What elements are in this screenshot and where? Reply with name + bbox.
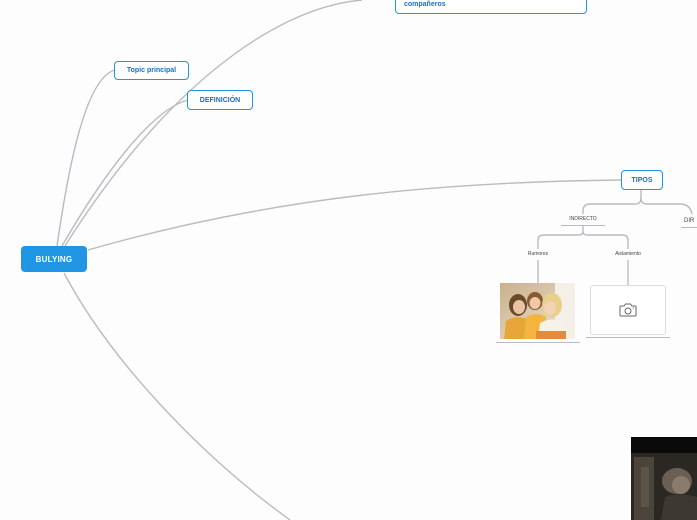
topic-companeros-node[interactable]: compañeros	[395, 0, 587, 14]
topic-definicion-node[interactable]: DEFINICIÓN	[187, 90, 253, 110]
subtopic-directo[interactable]: DIR	[681, 215, 697, 226]
aislamiento-image-underline	[586, 337, 670, 338]
connector-root-tipos	[87, 179, 622, 251]
rumores-image[interactable]	[500, 283, 575, 339]
subtopic-rumores[interactable]: Rumores	[520, 249, 556, 259]
subtopic-aislamiento[interactable]: Aislamiento	[605, 249, 651, 259]
camera-icon	[619, 303, 637, 317]
aislamiento-image-placeholder[interactable]	[590, 285, 666, 335]
connector-root-topic	[56, 69, 116, 247]
topic-principal-node[interactable]: Topic principal	[114, 61, 189, 80]
rumores-image-underline	[496, 342, 580, 343]
subtopic-indirecto[interactable]: INDIRECTO	[561, 214, 605, 224]
subtopic-indirecto-underline	[561, 225, 605, 226]
connector-indirecto-aislamiento	[582, 231, 629, 250]
girls-whispering-photo	[500, 283, 575, 339]
connector-tipos-directo	[640, 197, 693, 215]
topic-tipos-node[interactable]: TIPOS	[621, 170, 663, 190]
central-topic-bulying[interactable]: BULYING	[21, 246, 87, 272]
partial-photo-bottom-right[interactable]	[631, 437, 697, 520]
connector-indirecto-rumores	[537, 226, 584, 250]
connector-root-companeros	[64, 0, 363, 247]
topic-companeros-label: compañeros	[404, 0, 446, 8]
connector-root-definicion	[61, 99, 189, 247]
subtopic-directo-underline	[681, 227, 697, 228]
connector-tipos-indirecto	[582, 190, 642, 216]
connector-root-down	[63, 272, 291, 520]
dark-photo	[631, 437, 697, 520]
